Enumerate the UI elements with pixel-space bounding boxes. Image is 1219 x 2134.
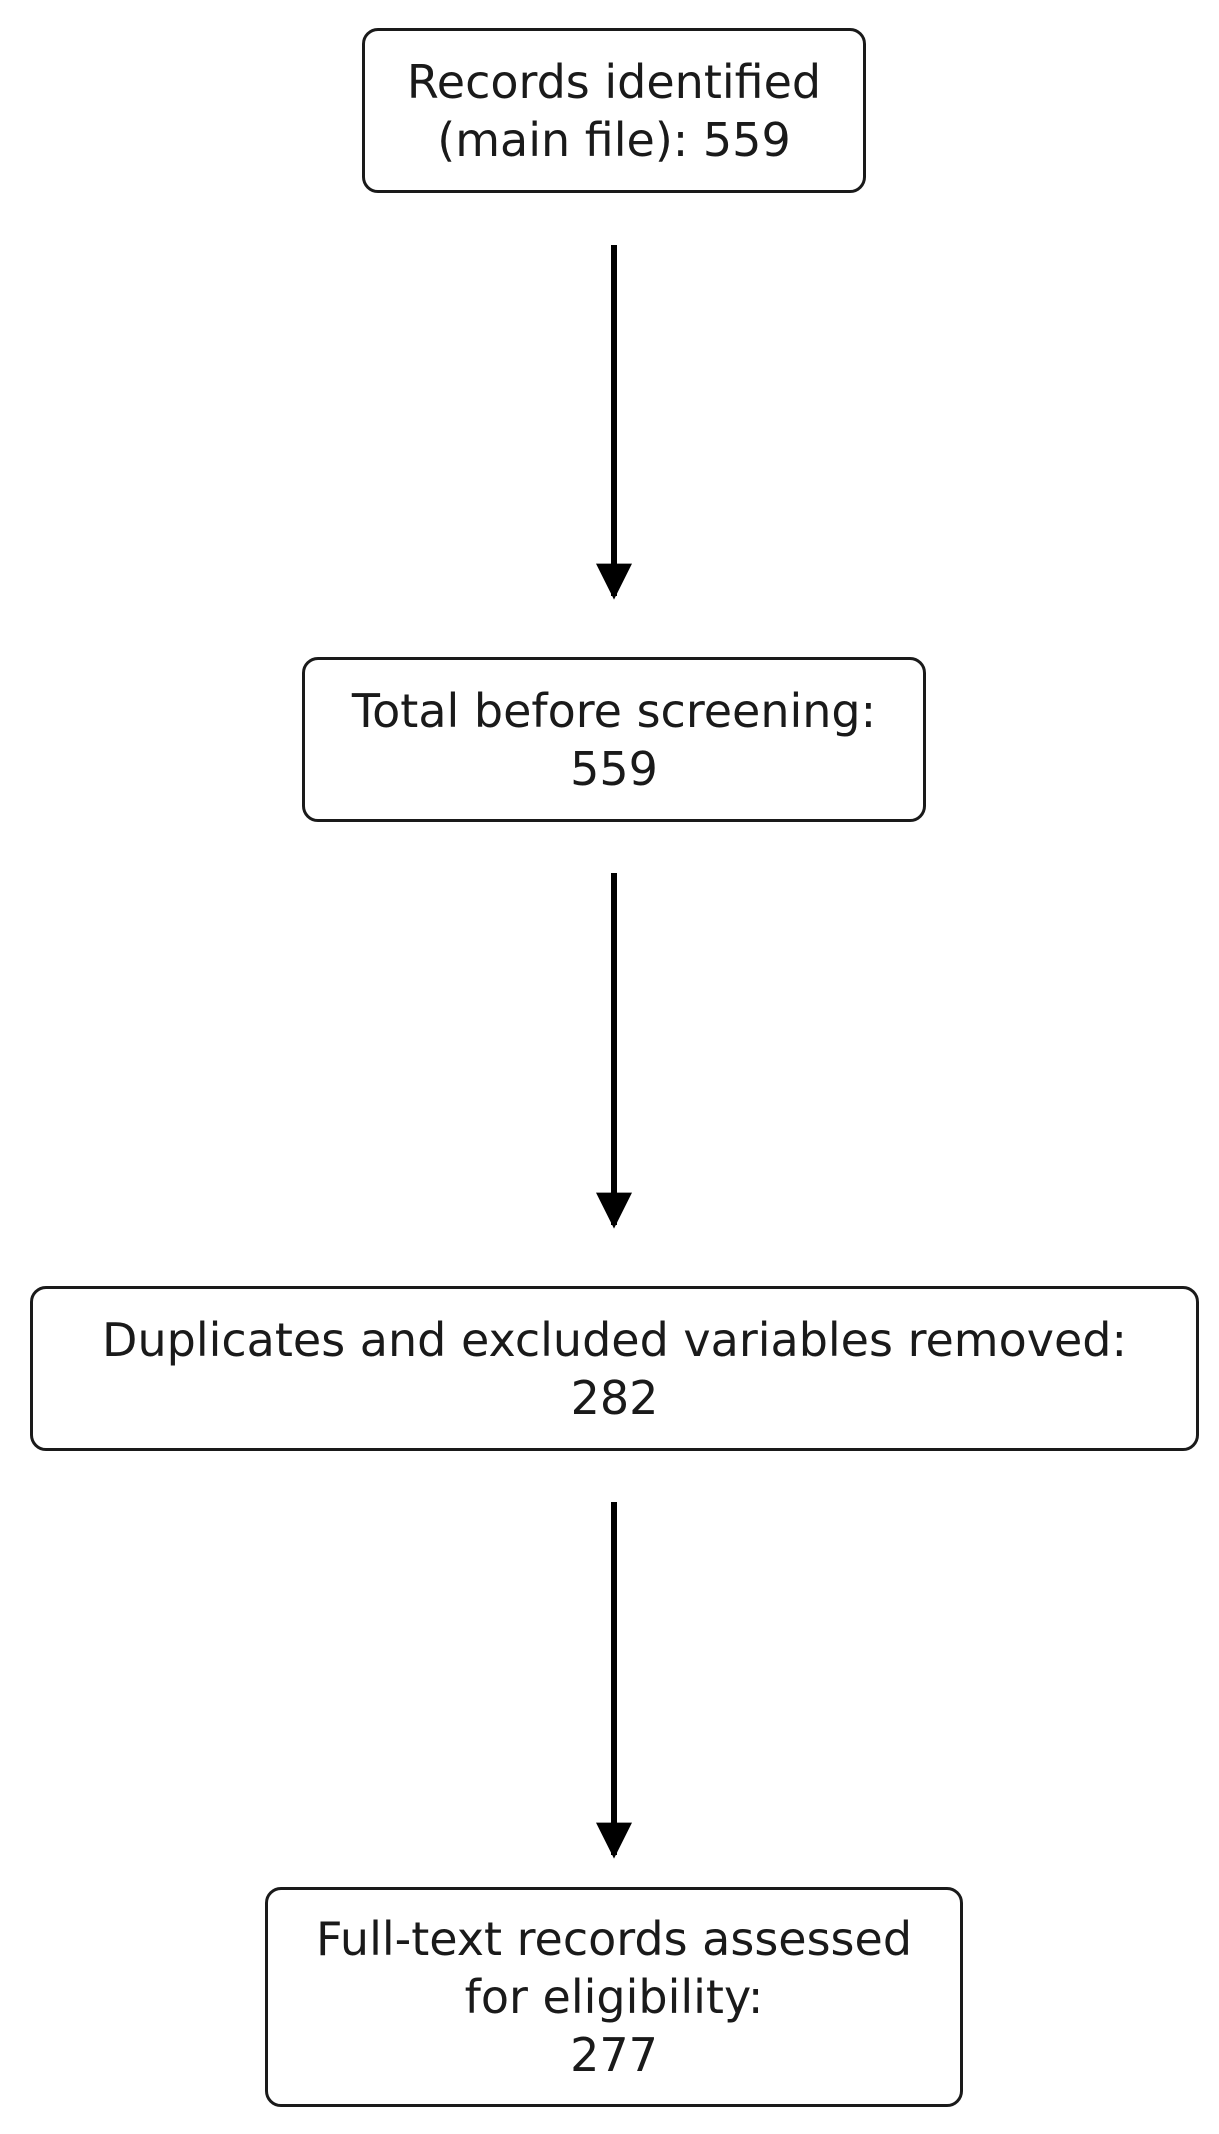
box-line: 277 xyxy=(570,2028,658,2082)
box-line: 559 xyxy=(570,741,658,796)
records-identified-box: Records identified (main file): 559 xyxy=(362,28,866,193)
full-text-assessed-box: Full-text records assessed for eligibili… xyxy=(265,1887,963,2107)
box-line: Records identified xyxy=(406,54,822,109)
box-line: (main file): 559 xyxy=(437,112,791,167)
duplicates-removed-box: Duplicates and excluded variables remove… xyxy=(30,1286,1199,1451)
box-line: Total before screening: xyxy=(351,683,877,738)
box-line: 282 xyxy=(570,1370,659,1425)
box-line: Duplicates and excluded variables remove… xyxy=(102,1312,1127,1367)
box-line: Full-text records assessed xyxy=(315,1912,913,1966)
total-before-screening-box: Total before screening: 559 xyxy=(302,657,926,822)
box-line: for eligibility: xyxy=(464,1970,764,2024)
